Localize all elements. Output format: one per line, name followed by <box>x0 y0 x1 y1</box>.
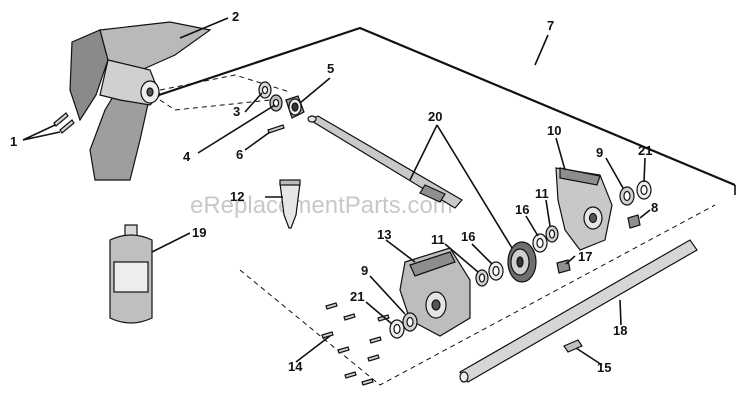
callout-11-right: 11 <box>535 186 549 201</box>
shear-bolts-part-1 <box>53 112 75 134</box>
callout-17: 17 <box>578 249 592 264</box>
callout-16-left: 16 <box>461 229 475 244</box>
thrust-washer-part-11-left <box>475 269 489 287</box>
washer-part-3 <box>258 81 272 99</box>
washer-part-21-left <box>389 319 405 339</box>
gear-case-half-part-10 <box>555 167 613 251</box>
bolts-part-14 <box>321 302 390 386</box>
plug-part-8 <box>627 214 641 229</box>
thrust-washer-part-11-right <box>545 225 559 243</box>
callout-9-right: 9 <box>596 145 603 160</box>
callout-5: 5 <box>327 61 334 76</box>
impeller-dashed-path <box>159 74 291 93</box>
callout-21-right: 21 <box>638 143 652 158</box>
impeller-part <box>69 21 212 181</box>
callout-9-left: 9 <box>361 263 368 278</box>
bushing-part-4 <box>269 94 283 112</box>
seal-part-9-left <box>402 312 418 332</box>
assembly-base-line <box>239 204 716 386</box>
watermark-text: eReplacementParts.com <box>190 192 453 219</box>
impeller-shaft-part-18 <box>459 239 698 383</box>
seal-part-9-right <box>619 186 635 206</box>
callout-15: 15 <box>597 360 611 375</box>
callout-13: 13 <box>377 227 391 242</box>
callout-18: 18 <box>613 323 627 338</box>
callout-10: 10 <box>547 123 561 138</box>
callout-1: 1 <box>10 134 17 149</box>
washer-part-16-left <box>488 261 504 281</box>
callout-20: 20 <box>428 109 442 124</box>
assembly-bracket-line <box>149 26 736 187</box>
callout-7: 7 <box>547 18 554 33</box>
gear-case-half-part-13 <box>399 247 471 337</box>
callout-16-right: 16 <box>515 202 529 217</box>
callout-2: 2 <box>232 9 239 24</box>
collar-part-5 <box>285 95 305 119</box>
washer-part-16-right <box>532 233 548 253</box>
key-part-15 <box>563 339 583 353</box>
washer-part-21-right <box>636 180 652 200</box>
callout-3: 3 <box>233 104 240 119</box>
callout-11-left: 11 <box>431 232 445 247</box>
callout-21-left: 21 <box>350 289 364 304</box>
lubricant-bottle-part-19 <box>109 224 153 324</box>
callout-8: 8 <box>651 200 658 215</box>
impeller-dashed-path-2 <box>159 99 271 111</box>
callout-12: 12 <box>230 189 244 204</box>
pin-part-6 <box>267 124 285 134</box>
callout-14: 14 <box>288 359 303 374</box>
callout-4: 4 <box>183 149 191 164</box>
grease-tube-part-12 <box>279 179 301 229</box>
callout-19: 19 <box>192 225 206 240</box>
callout-6: 6 <box>236 147 243 162</box>
worm-shaft-part-20 <box>307 115 463 209</box>
worm-gear-part-20 <box>507 241 537 283</box>
leader-lines <box>22 17 651 366</box>
